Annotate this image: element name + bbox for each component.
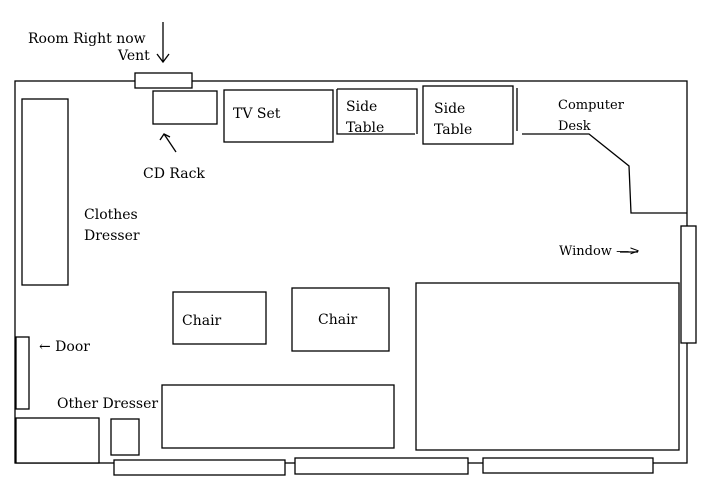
corner-cabinet [15, 417, 100, 464]
computer-desk-label-line2: Desk [558, 119, 591, 134]
side-table-1-label-line1: Side [346, 99, 377, 115]
clothes-dresser-label-line1: Clothes [84, 207, 138, 223]
chair-1 [172, 291, 267, 345]
side-table-2-label-line1: Side [434, 101, 465, 117]
door [15, 336, 30, 410]
side-table-1-label-line2: Table [346, 120, 384, 136]
cd-rack-label: CD Rack [143, 166, 205, 182]
tv-set-label: TV Set [233, 106, 281, 122]
small-box [110, 418, 140, 456]
title-label: Room Right now [28, 31, 146, 47]
vent-arrow-head [156, 53, 170, 64]
window-label: Window —> [559, 244, 640, 259]
side-table-2-label-line2: Table [434, 122, 472, 138]
clothes-dresser-label-line2: Dresser [84, 228, 140, 244]
computer-desk-label-line1: Computer [558, 98, 625, 113]
chair-2-label: Chair [318, 312, 358, 328]
cd-rack [152, 90, 218, 125]
vent-label: Vent [117, 48, 150, 64]
baseboard-1 [113, 459, 286, 476]
side-table-2 [422, 85, 514, 145]
chair-1-label: Chair [182, 313, 222, 329]
side-table-1 [336, 89, 415, 135]
other-dresser [161, 384, 395, 449]
tv-set [223, 89, 334, 143]
baseboard-2 [294, 457, 469, 475]
cd-rack-arrow-head [159, 133, 171, 141]
baseboard-3 [482, 457, 654, 474]
chair-2 [291, 287, 390, 352]
other-dresser-label: Other Dresser [57, 396, 158, 412]
window [680, 225, 697, 344]
door-label: ← Door [39, 339, 90, 355]
side-table-1-top [337, 88, 418, 134]
clothes-dresser [21, 98, 69, 286]
cd-rack-arrow [163, 133, 177, 153]
vent [134, 72, 193, 89]
computer-desk [522, 133, 687, 214]
bed [415, 282, 680, 451]
